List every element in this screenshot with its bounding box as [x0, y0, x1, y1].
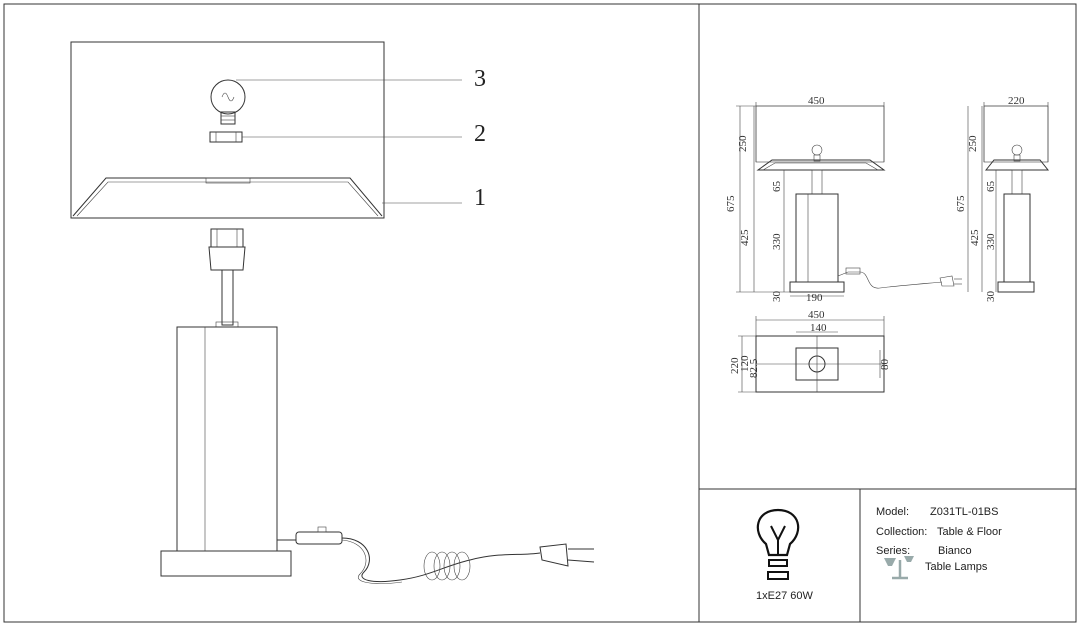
bulb-spec-icon	[756, 508, 800, 580]
lamp-type-icon	[884, 556, 914, 580]
dim-front-width: 450	[808, 95, 825, 107]
dim-front-total-h: 675	[725, 195, 737, 212]
dim-top-depth: 220	[729, 357, 741, 374]
dim-front-foot-h: 30	[771, 291, 783, 303]
collection-value: Table & Floor	[937, 526, 1002, 538]
outer-frame	[3, 3, 1077, 623]
column	[176, 326, 278, 552]
socket-icon	[208, 228, 246, 271]
dim-front-column-h: 330	[771, 233, 783, 250]
dim-side-foot-h: 30	[985, 291, 997, 303]
series-value: Bianco	[938, 545, 972, 557]
switch-icon	[295, 531, 343, 545]
callout-3: 3	[474, 66, 486, 92]
bulb-icon	[210, 79, 246, 125]
dim-top-width: 450	[808, 309, 825, 321]
front-elevation: 450 250 675 425 65 330 30 190	[725, 95, 962, 304]
stem	[221, 269, 234, 326]
shade-outline	[70, 41, 385, 219]
dim-front-neck-h: 65	[771, 181, 783, 193]
plug-icon	[539, 543, 569, 567]
collection-label: Collection:	[876, 526, 927, 538]
dim-side-column-h: 330	[985, 233, 997, 250]
callout-1: 1	[474, 185, 486, 211]
base	[160, 550, 292, 577]
shade-rim	[72, 177, 383, 217]
model-label: Model:	[876, 506, 909, 518]
dim-top-inner-w: 140	[810, 322, 827, 334]
top-view: 450 140 220 120 82.5 80	[729, 309, 891, 393]
bulb-label: 1xE27 60W	[756, 590, 813, 602]
series-label: Series:	[876, 545, 910, 557]
callout-2: 2	[474, 121, 486, 147]
dim-front-shade-h: 250	[737, 135, 749, 152]
dim-side-base-h: 425	[969, 229, 981, 246]
power-cord	[277, 526, 595, 584]
dim-side-total-h: 675	[955, 195, 967, 212]
exploded-view: 1 2 3	[70, 41, 595, 584]
dim-top-inner-d: 120	[739, 355, 751, 372]
dim-side-shade-h: 250	[967, 135, 979, 152]
dim-side-width: 220	[1008, 95, 1025, 107]
dim-side-neck-h: 65	[985, 181, 997, 193]
dim-top-right: 80	[879, 359, 891, 371]
dim-front-base-w: 190	[806, 292, 823, 304]
type-value: Table Lamps	[925, 561, 988, 573]
dim-front-base-h: 425	[739, 229, 751, 246]
lampholder-icon	[209, 131, 243, 143]
dim-top-hole: 82.5	[748, 358, 760, 378]
side-elevation: 220 250 675 425 65 330 30	[955, 95, 1050, 303]
model-value: Z031TL-01BS	[930, 506, 998, 518]
